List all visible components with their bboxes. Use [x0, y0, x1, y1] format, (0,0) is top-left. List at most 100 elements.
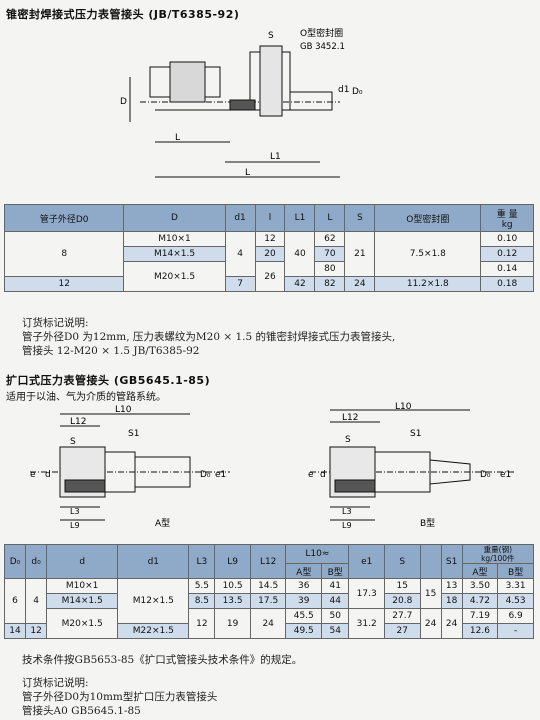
cell: 27 — [383, 623, 421, 639]
th-L10: L10≈ — [285, 544, 350, 564]
cell: 4 — [25, 578, 48, 624]
dim-L9: L9 — [342, 521, 352, 530]
cell: 24 — [344, 276, 376, 292]
label-typeA: A型 — [155, 518, 170, 529]
cell: 82 — [314, 276, 346, 292]
dim-D0: D₀ — [352, 87, 363, 97]
th-L12: L12 — [249, 544, 287, 579]
cell: 39 — [285, 593, 323, 609]
dim-L3: L3 — [70, 507, 80, 516]
cell: 4 — [224, 231, 256, 277]
th-S: S — [383, 544, 421, 579]
dim-d: d — [45, 470, 51, 480]
section-title-2: 扩口式压力表管接头 (GB5645.1-85) — [6, 374, 211, 387]
cell: 42 — [284, 276, 316, 292]
cell: 15 — [383, 578, 421, 594]
cell: 12 — [25, 623, 48, 639]
th-S-blank — [419, 544, 442, 579]
section-subtitle-2: 适用于以油、气为介质的管路系统。 — [6, 392, 166, 403]
label-S1: S1 — [128, 429, 139, 439]
dim-L9: L9 — [70, 521, 80, 530]
th-d1: d1 — [117, 544, 190, 579]
label-S: S — [268, 31, 274, 41]
flare-connector-a-drawing: L10 L12 S S1 e d D₀ e1 L3 L9 A型 — [30, 405, 230, 530]
cell: 70 — [314, 246, 346, 262]
order-note-line: 管子外径D0 为12mm, 压力表螺纹为M20 × 1.5 的锥密封焊接式压力表… — [22, 331, 396, 343]
label-seal: O型密封圈 — [300, 27, 343, 39]
cell: 6 — [3, 578, 27, 624]
th-S1: S1 — [440, 544, 463, 579]
cell: M10×1 — [46, 578, 119, 594]
cell: 11.2×1.8 — [374, 276, 482, 292]
label-S: S — [70, 437, 76, 447]
th-D: D — [123, 204, 226, 232]
cell: 41 — [321, 578, 350, 594]
th-L9: L9 — [214, 544, 251, 579]
cell: 54 — [321, 623, 350, 639]
cell: 62 — [314, 231, 346, 247]
dim-e1: e1 — [215, 470, 226, 480]
cell: 14 — [3, 623, 27, 639]
flare-connector-b-drawing: L10 L12 S S1 e d D₀ e1 L3 L9 B型 — [308, 402, 515, 530]
cell: M12×1.5 — [117, 578, 190, 624]
th-S: S — [344, 204, 376, 232]
cell: 20 — [254, 246, 286, 262]
cell: 19 — [214, 608, 251, 639]
order-note-line: 管接头 12-M20 × 1.5 JB/T6385-92 — [22, 345, 200, 357]
cell: M14×1.5 — [123, 246, 226, 262]
dim-D: D — [120, 97, 127, 107]
cell: 80 — [314, 261, 346, 277]
order-note-1: 订货标记说明: 管子外径D0 为12mm, 压力表螺纹为M20 × 1.5 的锥… — [22, 316, 395, 358]
order-note-line: 管子外径D0为10mm型扩口压力表管接头 — [22, 691, 218, 703]
cell: 24 — [419, 608, 442, 639]
cell: M22×1.5 — [117, 623, 190, 639]
cell: 26 — [254, 261, 286, 292]
cell: M20×1.5 — [46, 608, 119, 639]
cell: 3.31 — [497, 578, 534, 594]
th-L: L — [314, 204, 346, 232]
cell: 8 — [3, 231, 125, 277]
cell: 49.5 — [285, 623, 323, 639]
cell: 0.10 — [480, 231, 534, 247]
th-weight-label: 重量(钢) — [483, 545, 512, 554]
cell: 4.53 — [497, 593, 534, 609]
order-note-line: 管接头A0 GB5645.1-85 — [22, 705, 141, 717]
table-flare-connector: D₀ d₀ d d1 L3 L9 L12 L10≈ e1 S S1 重量(钢)k… — [3, 544, 535, 639]
order-note-title: 订货标记说明: — [22, 677, 89, 689]
label-typeB: B型 — [420, 518, 435, 529]
cell: 0.14 — [480, 261, 534, 277]
cell: 27.7 — [383, 608, 421, 624]
th-d0: 管子外径D0 — [3, 204, 125, 232]
label-std: GB 3452.1 — [300, 42, 345, 52]
dim-d1: d1 — [338, 85, 349, 95]
cell: 45.5 — [285, 608, 323, 624]
cell: 14.5 — [249, 578, 287, 594]
table-row: 8 M10×1 4 12 40 62 21 7.5×1.8 0.10 — [3, 231, 534, 277]
dim-l: L — [175, 133, 180, 143]
dim-D0: D₀ — [480, 470, 491, 480]
cell: 24 — [440, 608, 463, 639]
th-weight-B: B型 — [497, 563, 534, 579]
cell: 21 — [344, 231, 376, 277]
dim-D0: D₀ — [200, 470, 211, 480]
cell: 17.3 — [348, 578, 385, 609]
cell: 10.5 — [214, 578, 251, 594]
th-d0: d₀ — [25, 544, 48, 579]
section-title-1: 锥密封焊接式压力表管接头 (JB/T6385-92) — [6, 8, 240, 21]
cell: 0.12 — [480, 246, 534, 262]
dim-d: d — [320, 470, 326, 480]
order-note-2: 订货标记说明: 管子外径D0为10mm型扩口压力表管接头 管接头A0 GB564… — [22, 676, 217, 718]
th-d: d — [46, 544, 119, 579]
dim-e: e — [30, 470, 36, 480]
cell: 15 — [419, 578, 442, 609]
cell: 7.5×1.8 — [374, 231, 482, 277]
cell: 4.72 — [461, 593, 499, 609]
cell: 7 — [224, 276, 256, 292]
cell: M14×1.5 — [46, 593, 119, 609]
cell: 12 — [3, 276, 125, 292]
cell: 0.18 — [480, 276, 534, 292]
weld-connector-drawing: D L L1 L S O型密封圈 GB 3452.1 d1 D₀ — [120, 27, 363, 178]
cell: 40 — [284, 231, 316, 277]
th-d1: d1 — [224, 204, 256, 232]
